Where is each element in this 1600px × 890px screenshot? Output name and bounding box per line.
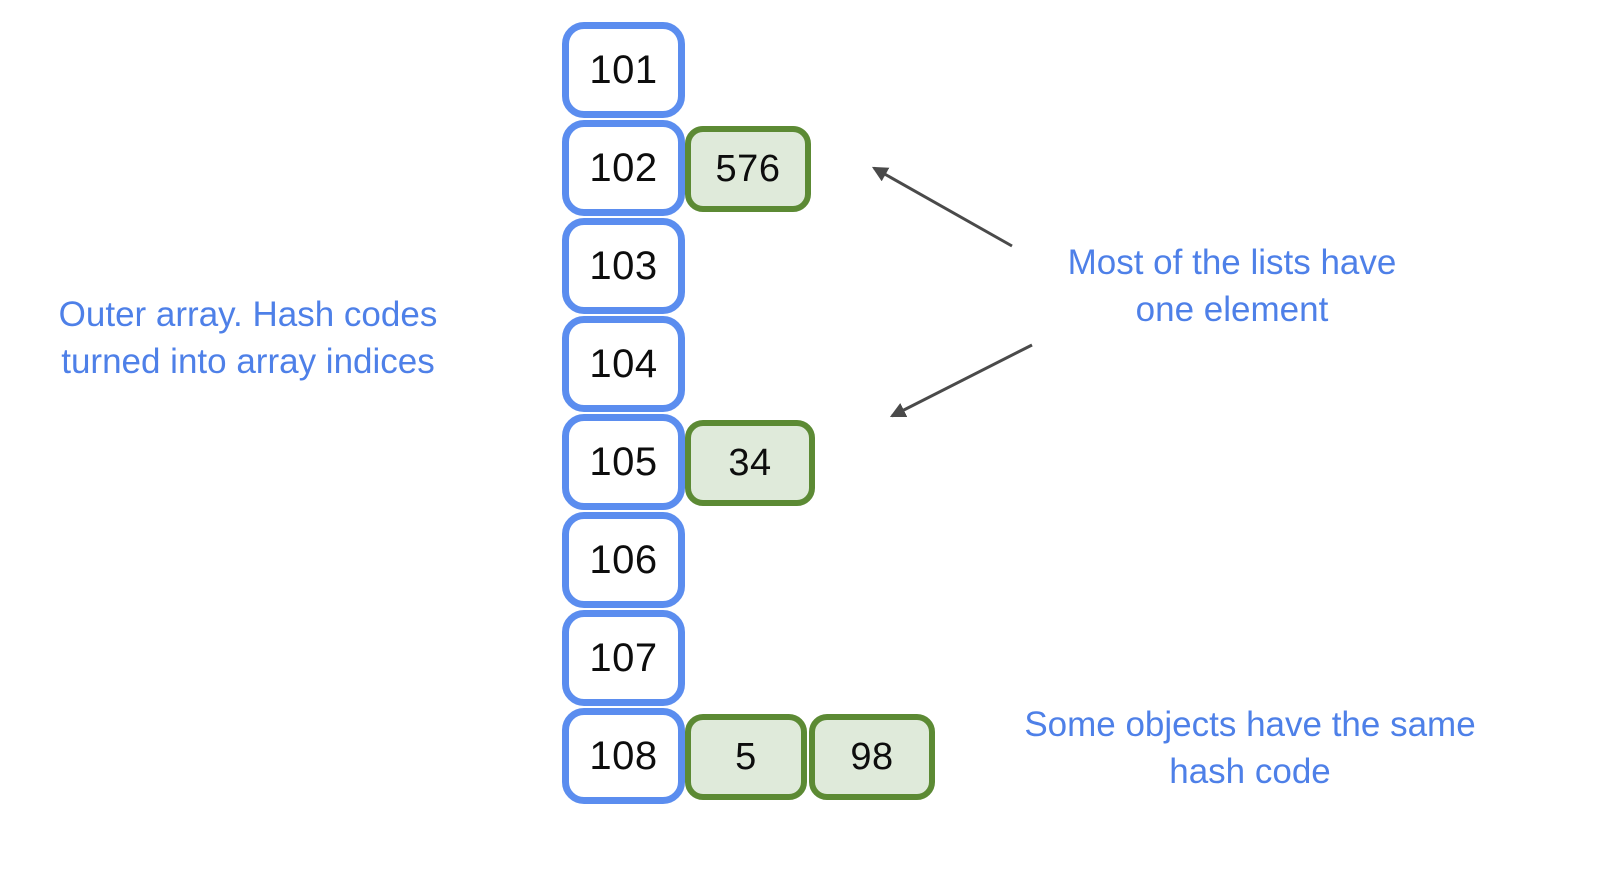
bucket-index-label: 106 bbox=[589, 538, 658, 582]
bucket-cell-107[interactable]: 107 bbox=[562, 610, 685, 706]
table-row: 103 bbox=[562, 218, 685, 314]
table-row: 101 bbox=[562, 22, 685, 118]
chain-list-108: 5 98 bbox=[685, 714, 935, 800]
arrow-to-34 bbox=[889, 343, 1033, 418]
chain-entry-label: 34 bbox=[728, 442, 772, 484]
chain-entry-label: 98 bbox=[850, 736, 894, 778]
chain-entry-label: 576 bbox=[715, 148, 781, 190]
bucket-cell-101[interactable]: 101 bbox=[562, 22, 685, 118]
bucket-index-label: 104 bbox=[589, 342, 658, 386]
table-row: 107 bbox=[562, 610, 685, 706]
annotation-same-hash-code: Some objects have the same hash code bbox=[1024, 705, 1476, 791]
chain-entry[interactable]: 576 bbox=[685, 126, 811, 212]
bucket-index-label: 102 bbox=[589, 146, 658, 190]
bucket-cell-102[interactable]: 102 bbox=[562, 120, 685, 216]
chain-list-102: 576 bbox=[685, 126, 811, 212]
bucket-cell-104[interactable]: 104 bbox=[562, 316, 685, 412]
bucket-index-label: 103 bbox=[589, 244, 658, 288]
chain-list-105: 34 bbox=[685, 420, 815, 506]
chain-entry-label: 5 bbox=[735, 736, 757, 778]
bucket-cell-106[interactable]: 106 bbox=[562, 512, 685, 608]
bucket-index-label: 107 bbox=[589, 636, 658, 680]
table-row: 105 34 bbox=[562, 414, 815, 510]
annotation-outer-array: Outer array. Hash codes turned into arra… bbox=[58, 295, 438, 381]
bucket-index-label: 105 bbox=[589, 440, 658, 484]
chain-entry[interactable]: 34 bbox=[685, 420, 815, 506]
bucket-cell-105[interactable]: 105 bbox=[562, 414, 685, 510]
table-row: 104 bbox=[562, 316, 685, 412]
annotation-most-lists-one-element: Most of the lists have one element bbox=[1067, 243, 1397, 329]
table-row: 106 bbox=[562, 512, 685, 608]
bucket-cell-103[interactable]: 103 bbox=[562, 218, 685, 314]
table-row: 108 5 98 bbox=[562, 708, 935, 804]
table-row: 102 576 bbox=[562, 120, 811, 216]
bucket-cell-108[interactable]: 108 bbox=[562, 708, 685, 804]
bucket-index-label: 101 bbox=[589, 48, 658, 92]
bucket-index-label: 108 bbox=[589, 734, 658, 778]
chain-entry[interactable]: 5 bbox=[685, 714, 807, 800]
arrow-to-576 bbox=[871, 166, 1013, 248]
chain-entry[interactable]: 98 bbox=[809, 714, 935, 800]
